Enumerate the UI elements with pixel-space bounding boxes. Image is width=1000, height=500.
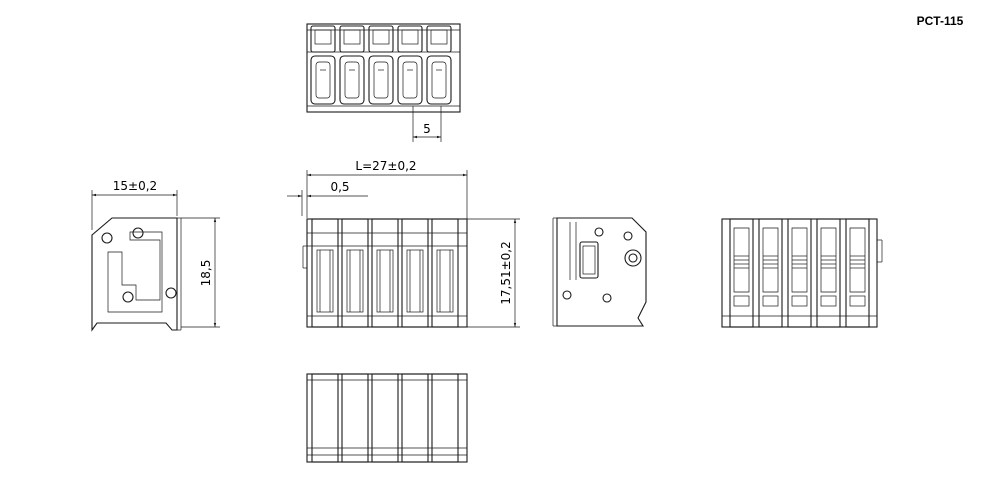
left-side-outline [91,217,178,332]
front-height-dimension-label: 17,51±0,2 [499,241,513,305]
top-view-outline [306,23,461,113]
back-view-outline [721,218,878,328]
mounting-hole [132,227,144,239]
left-height-dimension: 18,5 [181,217,220,328]
front-pole-cell [371,218,399,328]
length-dimension-label: L=27±0,2 [355,159,416,173]
front-view [302,218,468,328]
front-height-dimension: 17,51±0,2 [467,218,520,328]
top-pole-cell [339,25,365,105]
screw-hole [624,249,642,267]
top-view [306,23,461,113]
bottom-pole-cell [371,373,399,463]
front-pole-cell [311,218,339,328]
top-pole-cell [310,25,336,105]
width-dimension-label: 15±0,2 [113,179,157,193]
left-side-view [91,217,182,332]
back-pole-cell [729,218,754,328]
offset-dimension: 0,5 [287,180,368,216]
front-pole-cell [401,218,429,328]
bottom-view [306,373,468,463]
front-view-outline [306,218,468,328]
back-pole-cell [845,218,870,328]
front-pole-cell [431,218,459,328]
width-dimension: 15±0,2 [91,179,178,230]
bottom-pole-cell [341,373,369,463]
back-view [721,218,883,328]
offset-dimension-label: 0,5 [330,180,349,194]
part-number-label: PCT-115 [916,14,964,28]
back-pole-cell [816,218,841,328]
back-pole-cell [787,218,812,328]
mounting-hole [122,291,134,303]
right-side-outline [556,217,647,327]
bottom-pole-cell [311,373,339,463]
bottom-pole-cell [431,373,459,463]
back-pole-cell [758,218,783,328]
top-pole-cell [397,25,423,105]
bottom-pole-cell [401,373,429,463]
right-side-view [552,217,647,327]
bottom-view-outline [306,373,468,463]
pitch-dimension-label: 5 [423,122,431,136]
top-pole-cell [368,25,394,105]
mounting-hole [101,232,113,244]
length-dimension: L=27±0,2 [306,159,468,220]
left-height-dimension-label: 18,5 [199,260,213,287]
pitch-dimension: 5 [412,106,442,142]
front-pole-cell [341,218,369,328]
top-pole-cell [426,25,452,105]
mounting-hole [165,287,177,299]
